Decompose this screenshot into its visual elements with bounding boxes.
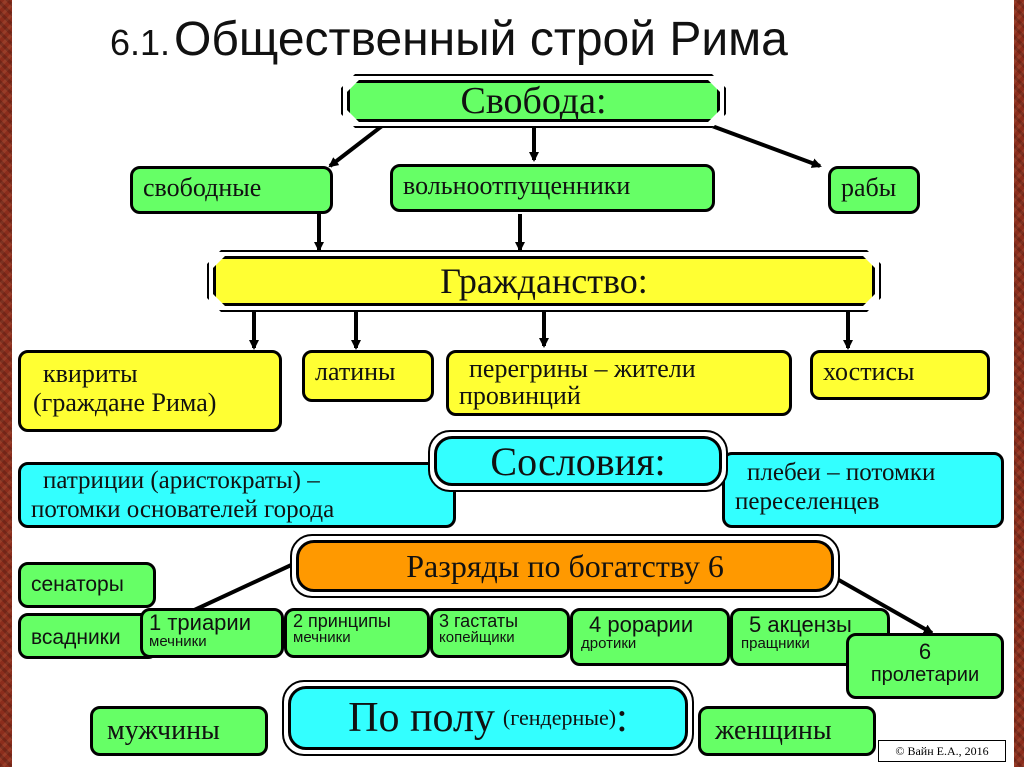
men-box: мужчины [90,706,268,756]
free-label: свободные [143,173,262,202]
gender-header-label: По полу [348,695,495,741]
gender-header-inner: По полу (гендерные) : [288,686,688,750]
gender-header: По полу (гендерные) : [282,680,694,756]
slaves-box: рабы [828,166,920,214]
rank-5-title: 5 акцензы [749,612,852,637]
rank-5-box: 5 акцензы пращники [730,608,890,666]
rank-1-subtitle: мечники [149,633,207,650]
slide-canvas: 6.1. Общественный строй Рима Свобода: [12,0,1014,767]
rank-1-box: 1 триарии мечники [140,608,284,658]
patricians-line-1: патриции (аристократы) – [43,467,320,494]
citizenship-header-inner: Гражданство: [213,256,875,306]
senators-box: сенаторы [18,562,156,608]
quirites-box: квириты (граждане Рима) [18,350,282,432]
quirites-line-2: (граждане Рима) [33,388,217,418]
gender-header-colon: : [616,695,628,741]
title-number: 6.1. [110,22,171,63]
free-box: свободные [130,166,333,214]
peregrines-line-2: провинций [459,381,581,411]
rank-2-box: 2 принципы мечники [284,608,430,658]
peregrines-box: перегрины – жители провинций [446,350,792,416]
latins-label: латины [315,357,396,386]
freedom-header-inner: Свобода: [347,80,720,122]
copyright-text: © Вайн Е.А., 2016 [895,744,989,758]
freedom-header-label: Свобода: [460,80,607,122]
rank-4-title: 4 рорарии [589,612,694,637]
rank-4-box: 4 рорарии дротики [570,608,730,666]
estates-header-inner: Сословия: [434,436,722,486]
men-label: мужчины [107,715,220,746]
plebeians-box: плебеи – потомки переселенцев [722,452,1004,528]
arrow-freedom-slaves [711,124,822,168]
hostes-label: хостисы [823,357,915,386]
rank-3-title: 3 гастаты [439,611,519,631]
rank-2-subtitle: мечники [293,629,351,646]
women-box: женщины [698,706,876,756]
rank-4-subtitle: дротики [581,635,637,652]
senators-label: сенаторы [31,573,124,596]
peregrines-line-1: перегрины – жители [469,354,696,383]
citizenship-header-label: Гражданство: [440,261,648,301]
freedmen-label: вольноотпущенники [403,171,631,200]
freedom-header: Свобода: [341,74,726,128]
wealth-header-inner: Разряды по богатству 6 [296,540,834,592]
copyright-badge: © Вайн Е.А., 2016 [878,740,1006,762]
title-text: Общественный строй Рима [174,13,788,66]
hostes-box: хостисы [810,350,990,400]
plebeians-line-2: переселенцев [735,487,880,515]
estates-header-label: Сословия: [490,438,666,484]
wealth-header: Разряды по богатству 6 [290,534,840,598]
latins-box: латины [302,350,434,402]
wealth-header-label: Разряды по богатству 6 [406,547,724,584]
slaves-label: рабы [841,173,897,202]
patricians-box: патриции (аристократы) – потомки основат… [18,462,456,528]
arrow-wealth-rank6 [829,573,934,635]
freedmen-box: вольноотпущенники [390,164,715,212]
quirites-line-1: квириты [43,359,138,388]
horsemen-box: всадники [18,613,158,659]
slide-title: 6.1. Общественный строй Рима [110,12,970,72]
rank-3-box: 3 гастаты копейщики [430,608,570,658]
rank-6-box: 6 пролетарии [846,633,1004,699]
women-label: женщины [715,715,832,746]
estates-header: Сословия: [428,430,728,492]
connector-arrows [160,124,934,635]
arrow-freedom-free [328,124,384,168]
horsemen-label: всадники [31,626,121,649]
citizenship-header: Гражданство: [207,250,881,312]
rank-1-title: 1 триарии [149,610,251,635]
rank-6-subtitle: пролетарии [870,664,980,687]
plebeians-line-1: плебеи – потомки [747,459,936,486]
gender-header-note: (гендерные) [502,705,617,730]
rank-3-subtitle: копейщики [439,629,515,646]
rank-2-title: 2 принципы [293,611,391,631]
patricians-line-2: потомки основателей города [31,495,335,523]
rank-6-title: 6 [918,639,932,664]
rank-5-subtitle: пращники [741,635,810,652]
